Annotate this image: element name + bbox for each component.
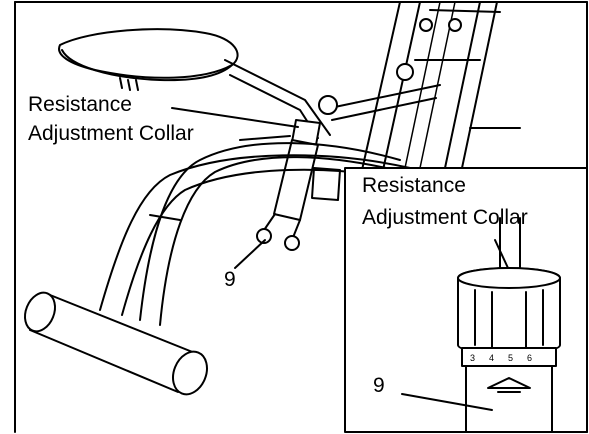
roller-pad <box>24 291 208 396</box>
dial-number: 6 <box>527 353 533 363</box>
inset-collar-label-line2: Adjustment Collar <box>362 206 528 229</box>
resistance-cylinder <box>256 119 341 251</box>
inset-collar-label-line1: Resistance <box>362 174 466 197</box>
frame-rails <box>99 142 411 326</box>
seat <box>58 28 239 91</box>
dial-number: 3 <box>470 353 476 363</box>
dial-number: 5 <box>508 353 514 363</box>
inset-part-number: 9 <box>373 374 385 397</box>
main-collar-label-line2: Adjustment Collar <box>28 122 194 145</box>
inset-collar <box>401 217 561 433</box>
dial-number: 4 <box>489 353 495 363</box>
main-collar-label-line1: Resistance <box>28 93 132 116</box>
main-part-number: 9 <box>224 268 236 291</box>
upright-rail <box>318 1 521 171</box>
main-leader-lines <box>171 107 299 269</box>
